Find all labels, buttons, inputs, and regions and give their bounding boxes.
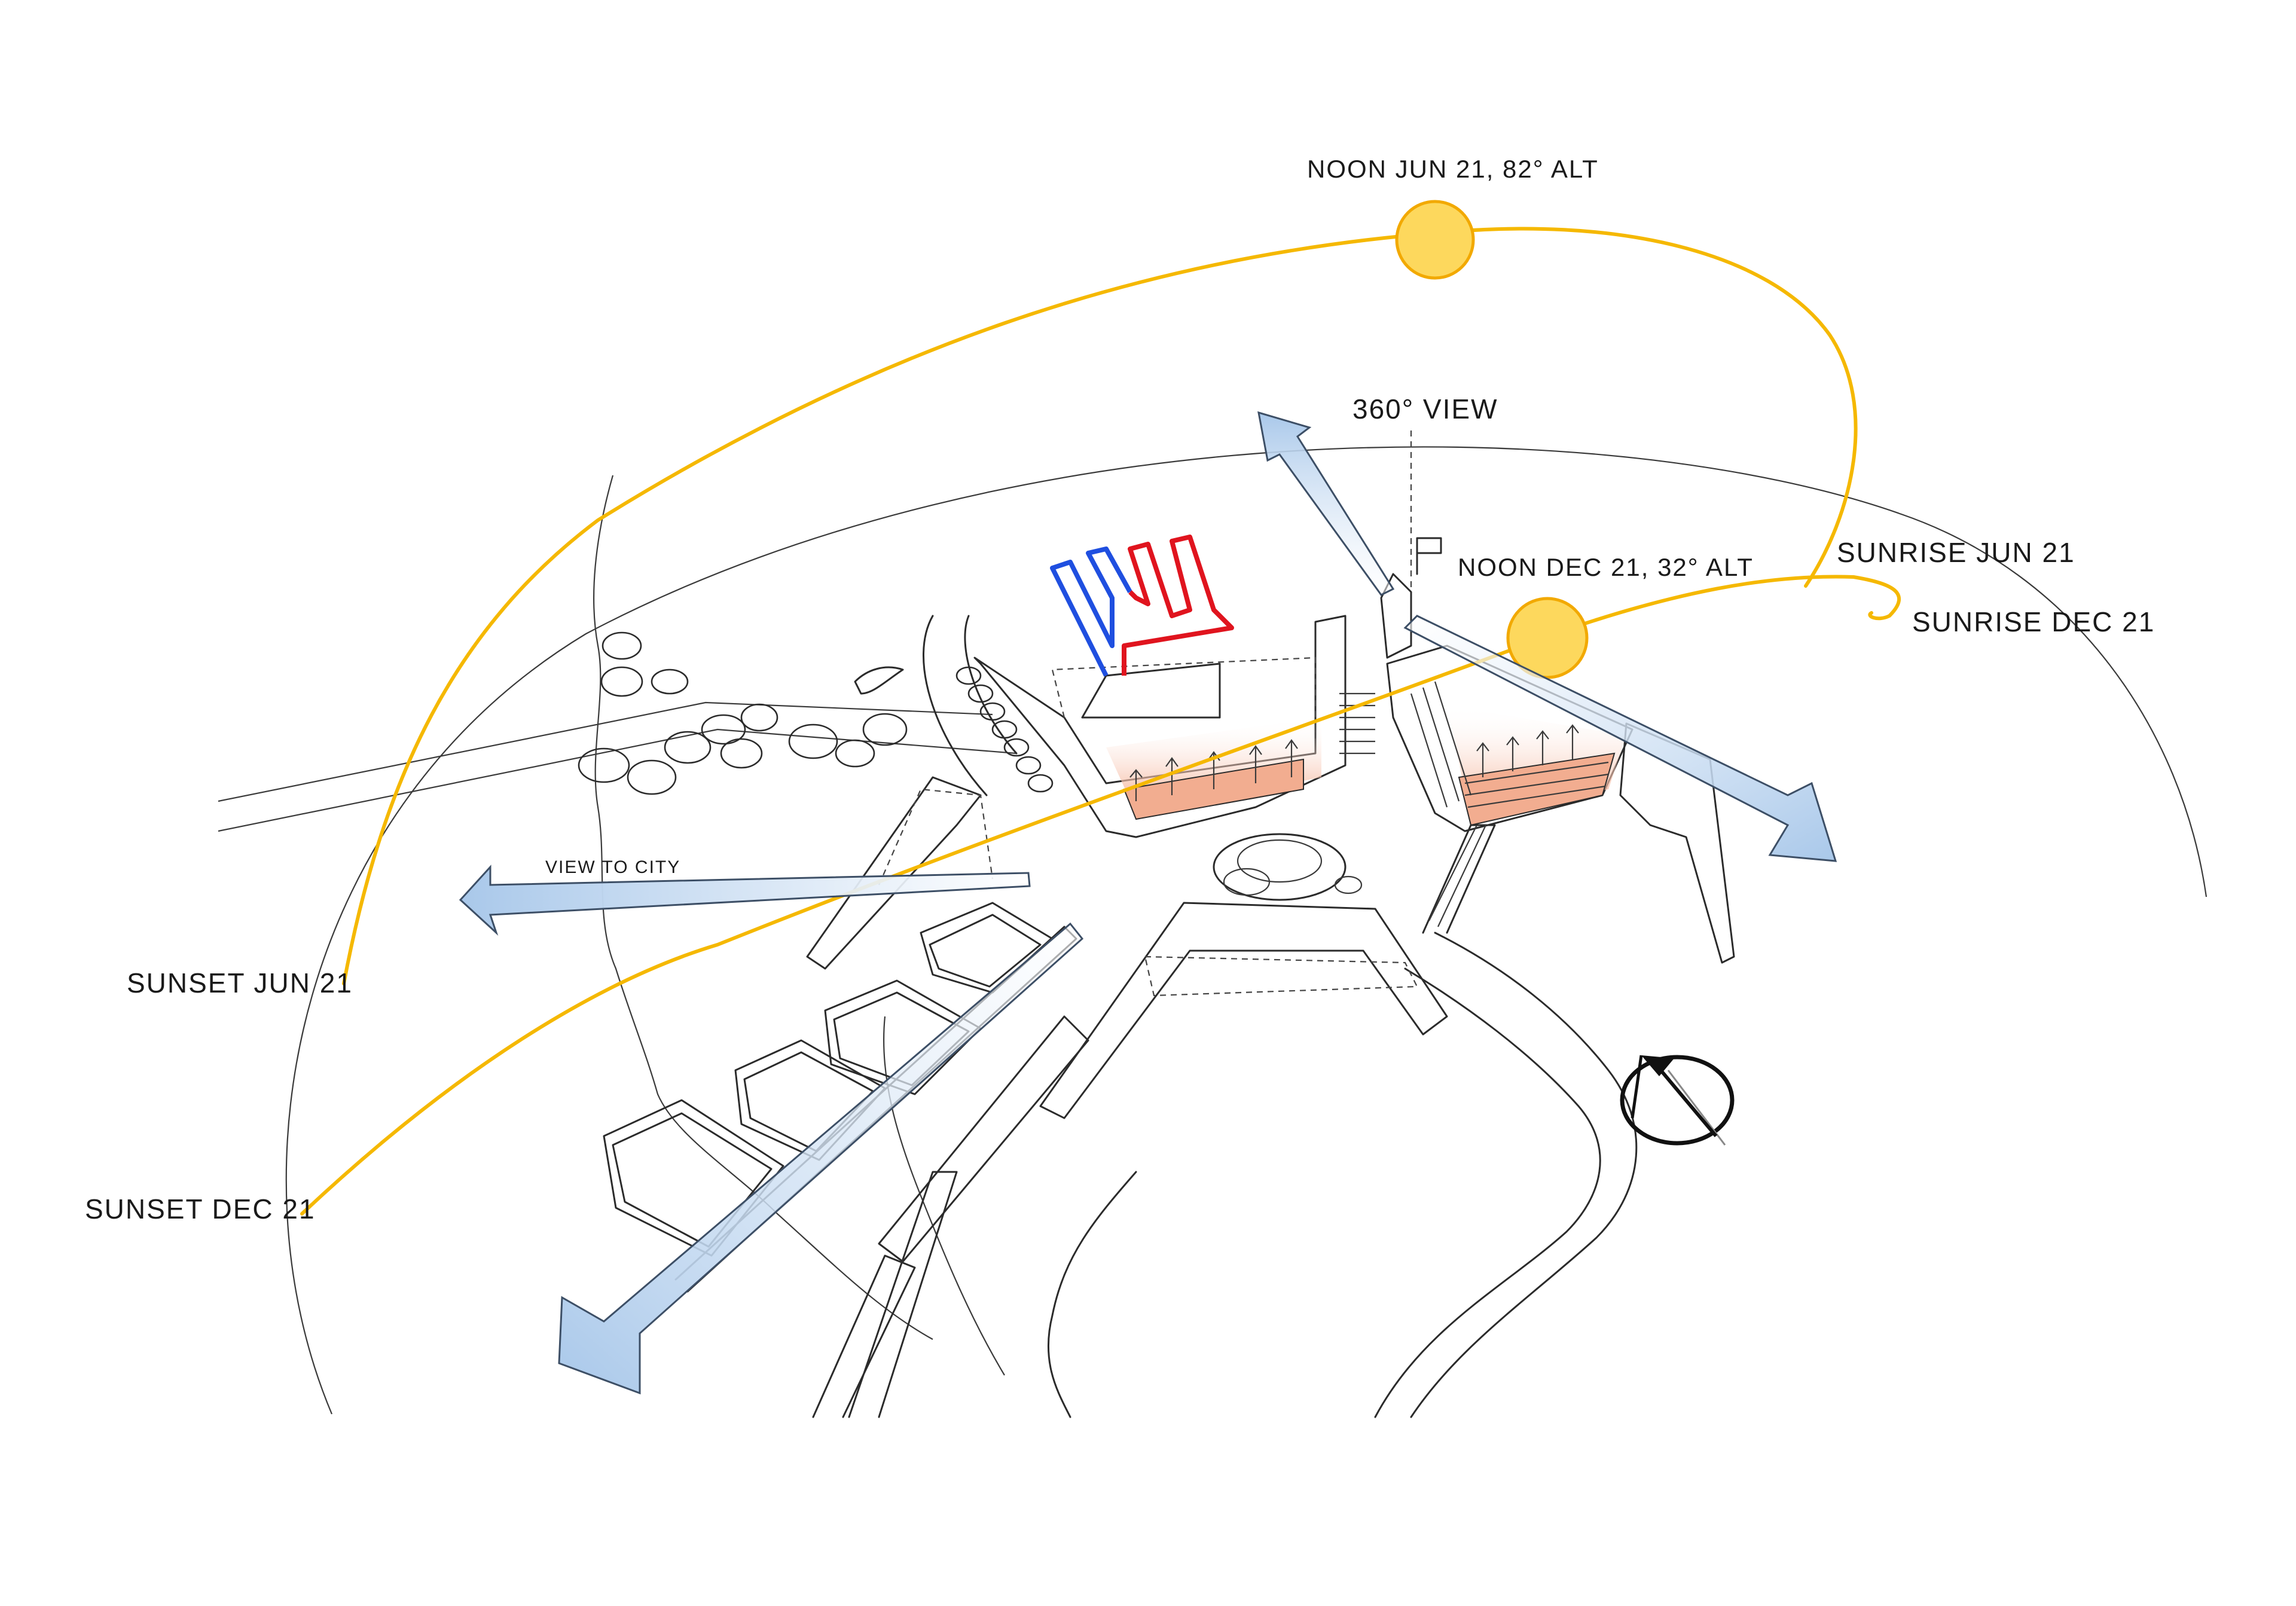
radiant-loop-icon <box>1050 535 1234 677</box>
label-noon-dec21: NOON DEC 21, 32° ALT <box>1458 553 1754 581</box>
sun-path-dec21 <box>300 575 1901 1216</box>
contour-line <box>883 1016 1005 1376</box>
stair-ramp <box>848 1171 958 1418</box>
lower-road-edge <box>1374 967 1601 1418</box>
building-left-roof <box>1081 662 1221 719</box>
left-canopy <box>806 776 982 970</box>
heat-arrows-right <box>1476 724 1579 777</box>
north-arrow-icon <box>1620 1055 1735 1146</box>
building-right-ribs <box>1464 761 1609 808</box>
right-canopy <box>1619 722 1735 964</box>
building-right <box>1386 645 1634 934</box>
tower <box>1380 537 1442 659</box>
view-arrows <box>459 411 1837 1395</box>
label-sunset-dec21: SUNSET DEC 21 <box>85 1193 316 1225</box>
label-360-view: 360° VIEW <box>1352 393 1498 425</box>
island <box>854 666 904 695</box>
driveway-edge <box>922 615 988 796</box>
sun-icon <box>1395 200 1475 280</box>
stair-ramp <box>878 1015 1089 1263</box>
round-seat <box>1334 875 1363 894</box>
building-left-outline <box>973 615 1347 838</box>
site-linework <box>218 430 2208 1418</box>
plaza-platform <box>1039 902 1448 1119</box>
flag-icon <box>1416 537 1442 575</box>
planter-box <box>929 914 1042 988</box>
pipe-cold <box>1050 546 1132 677</box>
building-right-fins <box>1458 752 1616 826</box>
horizon-dome <box>285 446 2208 1415</box>
view-arrow-north <box>1257 411 1395 596</box>
walkway <box>1428 825 1486 927</box>
lower-road-edge <box>1047 1171 1137 1418</box>
sun-path-jun21 <box>342 227 1858 985</box>
contour-line <box>593 475 933 1340</box>
stair-ramp <box>812 1254 916 1418</box>
planter-box <box>603 1099 784 1257</box>
round-seat <box>1223 868 1271 896</box>
road-edge <box>218 701 993 802</box>
sun-paths <box>300 200 1901 1216</box>
label-sunrise-jun21: SUNRISE JUN 21 <box>1837 537 2075 568</box>
label-noon-jun21: NOON JUN 21, 82° ALT <box>1307 155 1599 183</box>
tower-body <box>1380 573 1412 659</box>
lower-road-edge <box>1410 932 1638 1418</box>
walkway <box>1422 824 1496 934</box>
view-arrow-east <box>1403 615 1837 862</box>
building-left <box>973 615 1347 838</box>
label-sunrise-dec21: SUNRISE DEC 21 <box>1912 606 2155 637</box>
round-terrace <box>1213 833 1347 901</box>
label-sunset-jun21: SUNSET JUN 21 <box>127 967 353 999</box>
road-edge <box>218 728 1017 832</box>
planter-box <box>824 979 982 1095</box>
left-canopy-dashed <box>878 788 994 886</box>
trees <box>578 631 1054 795</box>
view-to-city-arrow <box>459 865 1031 936</box>
label-view-to-city: VIEW TO CITY <box>545 857 680 877</box>
sun-icon <box>1506 597 1589 679</box>
view-arrow-southwest <box>558 922 1084 1395</box>
building-left-dashed <box>1051 657 1317 741</box>
pipe-hot <box>1122 535 1234 676</box>
building-right-ribs <box>1410 681 1472 808</box>
plaza-dashed <box>1144 955 1418 997</box>
round-terrace-inner <box>1236 839 1323 883</box>
driveway-edge <box>964 615 1018 755</box>
